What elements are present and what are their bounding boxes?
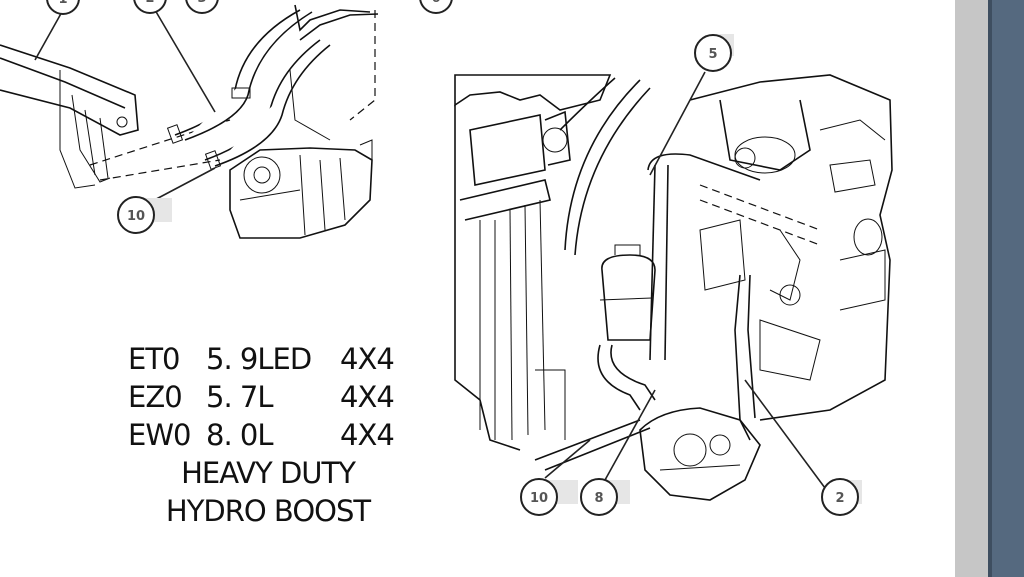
engine-size: 8. 0L [206, 418, 273, 452]
callout-upper-mid: 6 [419, 0, 453, 14]
engine-code: EW0 [128, 418, 191, 452]
engine-code: EZ0 [128, 380, 183, 414]
drive-type: 4X4 [340, 418, 395, 452]
engine-size: 5. 9LED [206, 342, 312, 376]
drive-type: 4X4 [340, 342, 395, 376]
callout-upper-left-2: 2 [133, 0, 167, 14]
engine-code: ET0 [128, 342, 180, 376]
upper-left-assembly [0, 0, 436, 239]
callout-upper-left-10: 10 [117, 196, 172, 234]
callout-label: 1 [58, 0, 67, 7]
callout-label: 10 [530, 491, 548, 506]
callout-upper-left-3: 3 [185, 0, 219, 14]
right-engine-assembly [454, 71, 893, 501]
callout-label: 10 [127, 209, 145, 224]
callout-label: 2 [835, 491, 844, 506]
viewer-frame-edge [988, 0, 992, 577]
callout-right-2: 2 [821, 478, 862, 516]
callout-label: 2 [145, 0, 154, 6]
engine-size: 5. 7L [206, 380, 273, 414]
callout-upper-left-1: 1 [46, 0, 80, 15]
callout-label: 3 [197, 0, 206, 6]
viewer-window-frame [988, 0, 1024, 577]
hose-routing-diagram: 1 2 3 6 10 5 10 [0, 0, 893, 516]
diagram-page: 1 2 3 6 10 5 10 [0, 0, 893, 530]
callout-label: 6 [431, 0, 440, 6]
drive-type: 4X4 [340, 380, 395, 414]
callout-right-5: 5 [694, 34, 734, 72]
engine-row-ez0: EZ0 5. 7L 4X4 [128, 378, 408, 416]
engine-row-ew0: EW0 8. 0L 4X4 [128, 416, 408, 454]
callout-right-8: 8 [580, 478, 630, 516]
callout-right-10: 10 [520, 478, 578, 516]
viewer-gutter [955, 0, 988, 577]
callout-label: 8 [594, 491, 603, 506]
engine-row-et0: ET0 5. 9LED 4X4 [128, 340, 408, 378]
engine-application-text: ET0 5. 9LED 4X4 EZ0 5. 7L 4X4 EW0 8. 0L … [128, 340, 408, 530]
callout-label: 5 [708, 47, 717, 62]
option-line-2: HYDRO BOOST [165, 494, 371, 528]
option-line-1: HEAVY DUTY [181, 456, 356, 490]
